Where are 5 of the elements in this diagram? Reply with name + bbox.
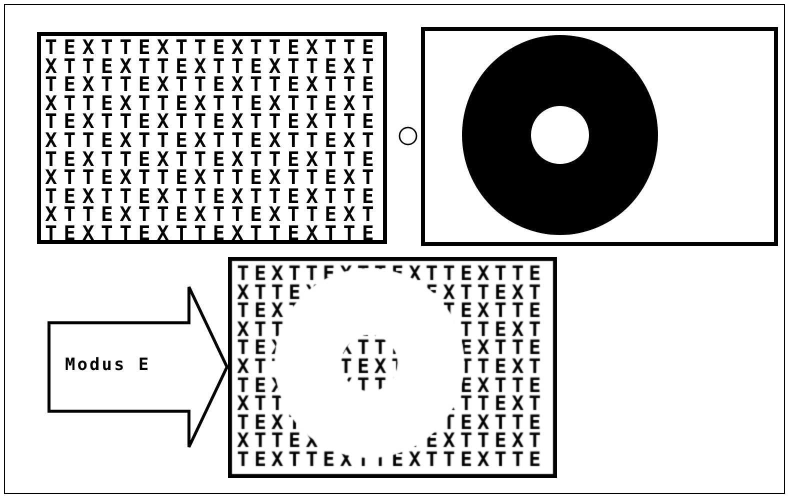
masked-text-drawing: [228, 257, 557, 478]
operator-circle: [398, 126, 418, 146]
ring-mask-panel: [421, 27, 778, 246]
block-arrow: [47, 284, 229, 448]
text-pattern: TEXTTEXTTEXTTEXTTE XTTEXTTEXTTEXTTEXT TEXTTEXTTEXTTEXTTE XTTEXTTEXTTEXTTEXT TEXTTEXTTEXTTEXTTE XTTEXTTEXTTEXTTEXT TEXTTEXTTEXTTEXTTE XTTEXTTEXTTEXTTEXT TEXTTEXTTEXTTEXTTE XTTEXTTEXTTEXTTEXT TEXTTEXTTEXTTEXTTE: [45, 38, 382, 243]
